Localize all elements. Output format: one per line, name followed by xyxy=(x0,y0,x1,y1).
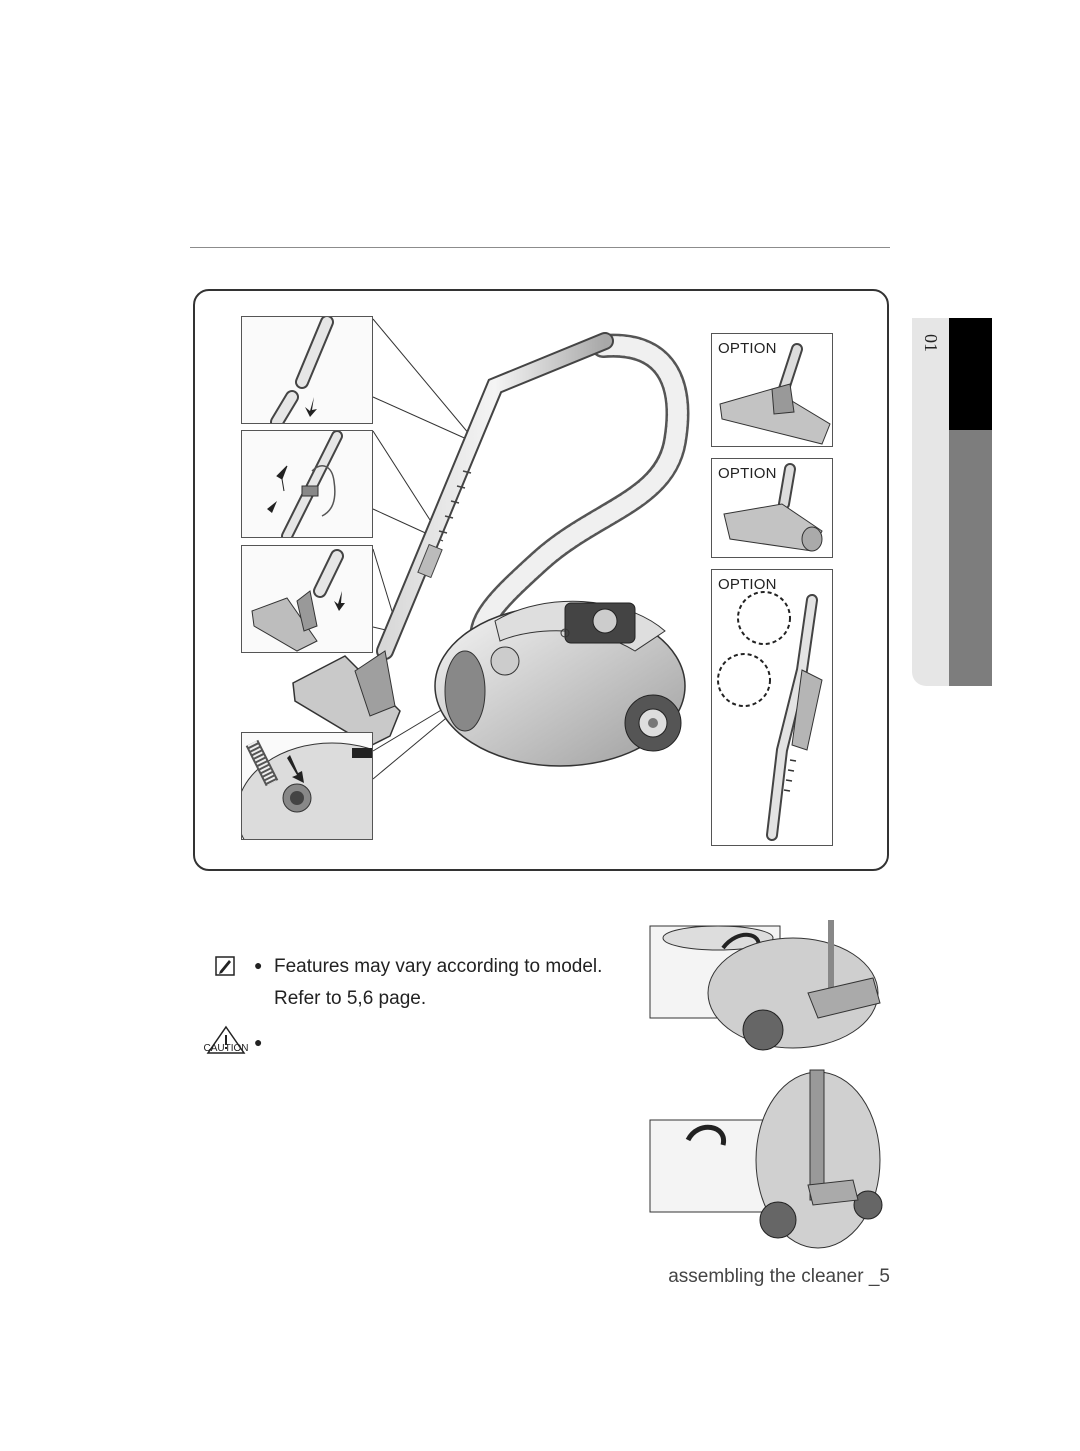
section-tab-inactive xyxy=(949,430,992,686)
storage-illustration-top xyxy=(649,920,881,1051)
assembly-figure: OPTION OPTION OPTION xyxy=(193,289,889,871)
option-box-turbo-brush: OPTION xyxy=(711,458,833,558)
option-label: OPTION xyxy=(718,576,777,593)
option-box-floor-brush: OPTION xyxy=(711,333,833,447)
note-line-2: Refer to 5,6 page. xyxy=(274,988,427,1009)
caution-triangle-icon xyxy=(206,1025,246,1054)
option-box-telescopic-pipe: OPTION xyxy=(711,569,833,846)
vacuum-cleaner-illustration xyxy=(292,318,690,780)
inset-adjust-length xyxy=(241,430,373,538)
option-label: OPTION xyxy=(718,340,777,357)
page-footer: assembling the cleaner _5 xyxy=(668,1266,890,1287)
option-label: OPTION xyxy=(718,465,777,482)
caution-bullet: ● xyxy=(254,1034,263,1050)
note-bullet: ● xyxy=(254,957,263,973)
inset-connect-hose xyxy=(241,732,373,840)
section-number: 01 xyxy=(921,334,941,352)
note-text: Features may vary according to model. Re… xyxy=(274,953,634,1012)
header-rule xyxy=(190,247,890,248)
caution-label: CAUTION xyxy=(203,1043,249,1054)
section-tab-active xyxy=(949,318,992,430)
note-pencil-icon xyxy=(215,956,235,976)
storage-illustration-bottom xyxy=(649,1069,883,1249)
inset-attach-pipe xyxy=(241,316,373,424)
inset-attach-nozzle xyxy=(241,545,373,653)
note-line-1: Features may vary according to model. xyxy=(274,956,603,977)
section-tab-background xyxy=(912,318,949,686)
